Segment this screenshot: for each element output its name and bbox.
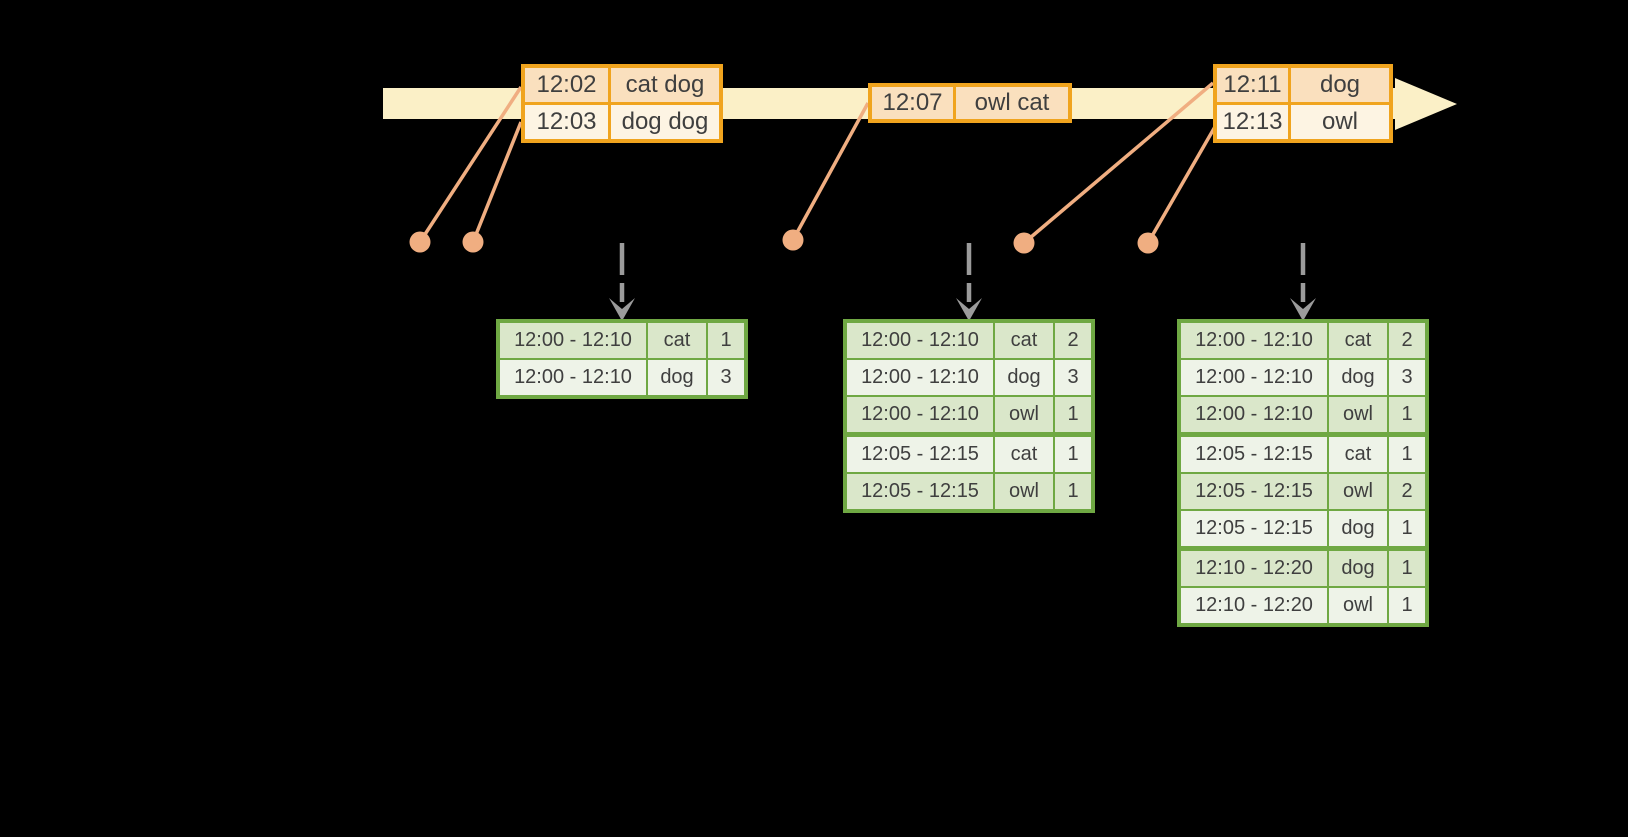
event-time-cell: 12:02 <box>525 68 608 102</box>
window-cell: 12:05 - 12:15 <box>1181 474 1327 509</box>
event-connector-line <box>1022 81 1215 245</box>
event-connector-line <box>418 86 523 243</box>
window-cell: 12:00 - 12:10 <box>847 397 993 432</box>
count-cell: 1 <box>1053 437 1091 472</box>
count-cell: 3 <box>1387 360 1425 395</box>
event-connector-line <box>791 102 870 241</box>
word-cell: owl <box>993 474 1053 509</box>
count-cell: 2 <box>1387 323 1425 358</box>
count-cell: 1 <box>1387 437 1425 472</box>
count-cell: 3 <box>1053 360 1091 395</box>
window-cell: 12:00 - 12:10 <box>500 360 646 395</box>
window-cell: 12:05 - 12:15 <box>847 437 993 472</box>
event-dot <box>462 231 484 253</box>
word-cell: cat <box>646 323 706 358</box>
word-cell: cat <box>993 323 1053 358</box>
word-cell: owl <box>1327 588 1387 623</box>
word-cell: cat <box>1327 323 1387 358</box>
window-cell: 12:00 - 12:10 <box>1181 360 1327 395</box>
window-cell: 12:00 - 12:10 <box>847 323 993 358</box>
word-cell: owl <box>1327 397 1387 432</box>
event-dot <box>1013 232 1035 254</box>
event-words-cell: owl cat <box>953 87 1068 119</box>
event-time-cell: 12:11 <box>1217 68 1288 102</box>
window-cell: 12:00 - 12:10 <box>1181 323 1327 358</box>
event-dot <box>409 231 431 253</box>
word-cell: cat <box>993 437 1053 472</box>
window-cell: 12:10 - 12:20 <box>1181 551 1327 586</box>
word-cell: owl <box>1327 474 1387 509</box>
word-cell: dog <box>993 360 1053 395</box>
arrow-down-icon <box>1290 298 1316 321</box>
count-cell: 2 <box>1387 474 1425 509</box>
count-cell: 1 <box>1387 551 1425 586</box>
window-cell: 12:10 - 12:20 <box>1181 588 1327 623</box>
word-cell: dog <box>646 360 706 395</box>
trigger-arrow <box>609 243 635 321</box>
count-cell: 1 <box>1387 511 1425 546</box>
count-cell: 1 <box>1053 474 1091 509</box>
event-dot <box>782 229 804 251</box>
arrow-down-icon <box>609 298 635 321</box>
word-cell: dog <box>1327 551 1387 586</box>
count-cell: 1 <box>1053 397 1091 432</box>
count-cell: 3 <box>706 360 744 395</box>
window-cell: 12:05 - 12:15 <box>1181 437 1327 472</box>
event-time-cell: 12:03 <box>525 105 608 139</box>
event-words-cell: cat dog <box>608 68 719 102</box>
window-cell: 12:00 - 12:10 <box>500 323 646 358</box>
word-cell: dog <box>1327 511 1387 546</box>
window-cell: 12:05 - 12:15 <box>1181 511 1327 546</box>
arrow-down-icon <box>956 298 982 321</box>
trigger-arrow <box>956 243 982 321</box>
window-cell: 12:00 - 12:10 <box>847 360 993 395</box>
event-words-cell: dog dog <box>608 105 719 139</box>
count-cell: 1 <box>706 323 744 358</box>
event-connector-line <box>471 121 523 243</box>
timeline-arrowhead-icon <box>1395 78 1457 130</box>
count-cell: 1 <box>1387 397 1425 432</box>
event-dot <box>1137 232 1159 254</box>
count-cell: 2 <box>1053 323 1091 358</box>
event-words-cell: owl <box>1288 105 1389 139</box>
word-cell: cat <box>1327 437 1387 472</box>
event-time-cell: 12:07 <box>872 87 953 119</box>
trigger-arrow <box>1290 243 1316 321</box>
event-time-cell: 12:13 <box>1217 105 1288 139</box>
word-cell: dog <box>1327 360 1387 395</box>
window-cell: 12:00 - 12:10 <box>1181 397 1327 432</box>
event-connector-line <box>1146 124 1218 244</box>
word-cell: owl <box>993 397 1053 432</box>
event-words-cell: dog <box>1288 68 1389 102</box>
count-cell: 1 <box>1387 588 1425 623</box>
window-cell: 12:05 - 12:15 <box>847 474 993 509</box>
